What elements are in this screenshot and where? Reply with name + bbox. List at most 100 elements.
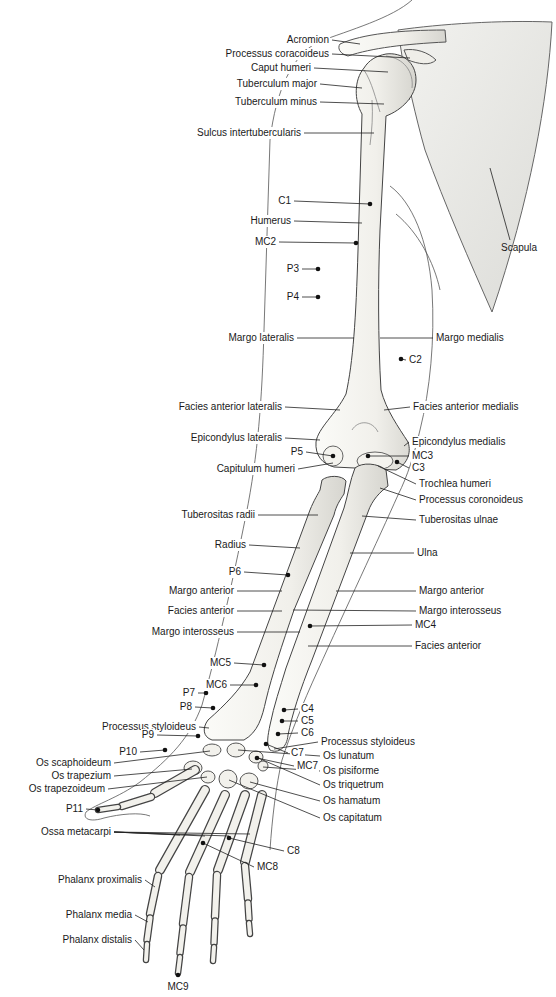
- part-label: Tuberositas radii: [180, 509, 256, 521]
- leader-line: [278, 733, 298, 734]
- callout-dot: [286, 573, 291, 578]
- part-label: Margo interosseus: [418, 605, 502, 617]
- callout-dot: [399, 357, 404, 362]
- callout-dot: [316, 295, 321, 300]
- leader-line: [368, 456, 409, 457]
- leader-line: [380, 488, 416, 500]
- callout-number: C2: [408, 354, 423, 366]
- leader-line: [314, 68, 388, 72]
- leader-line: [114, 832, 250, 834]
- callout-number: C7: [290, 747, 305, 759]
- coronoid-fossa: [352, 423, 378, 432]
- callout-number: MC2: [254, 236, 277, 248]
- callout-number: C6: [300, 727, 315, 739]
- callout-number: C8: [286, 845, 301, 857]
- leader-line: [237, 591, 282, 592]
- leader-line: [306, 452, 333, 456]
- part-label: Processus coracoideus: [225, 48, 330, 60]
- callout-number: P11: [65, 803, 84, 815]
- callout-dot: [316, 267, 321, 272]
- leader-line: [332, 54, 410, 58]
- callout-dot: [254, 683, 259, 688]
- part-label: Os scaphoideum: [35, 757, 112, 769]
- callout-dot: [163, 748, 168, 753]
- part-label: Radius: [214, 539, 247, 551]
- leader-line: [258, 515, 318, 516]
- leader-line: [282, 721, 298, 722]
- part-label: Margo anterior: [168, 585, 235, 597]
- humerus-bone: [316, 54, 416, 470]
- callout-dot: [96, 808, 101, 813]
- part-label: Sulcus intertubercularis: [196, 127, 302, 139]
- leader-line: [293, 610, 416, 611]
- callout-number: P10: [118, 746, 138, 758]
- metacarpal-outline: [155, 770, 262, 872]
- leader-line: [199, 727, 209, 728]
- part-label: Os pisiforme: [322, 765, 380, 777]
- part-label: Os hamatum: [322, 795, 381, 807]
- distal-phalanx-fill: [98, 807, 250, 973]
- part-label: Os trapezoideum: [28, 783, 106, 795]
- chest-contour: [396, 214, 440, 290]
- part-label: Os triquetrum: [322, 779, 385, 791]
- metacarpal-fill: [155, 770, 262, 872]
- leader-line: [257, 758, 294, 766]
- part-label: Humerus: [249, 215, 292, 227]
- callout-dot: [255, 756, 260, 761]
- callout-number: C1: [277, 195, 292, 207]
- carpal-bone: [258, 761, 268, 771]
- middle-phalanx-fill: [147, 903, 249, 953]
- leader-line: [279, 242, 356, 243]
- body-contour: [85, 0, 440, 850]
- part-label: Facies anterior: [414, 640, 482, 652]
- leader-line: [308, 646, 412, 647]
- callout-number: MC5: [209, 657, 232, 669]
- callout-number: P8: [179, 701, 193, 713]
- leader-line: [157, 735, 198, 736]
- callout-number: MC3: [411, 450, 434, 462]
- part-label: Epicondylus lateralis: [190, 432, 283, 444]
- callout-dot: [176, 973, 181, 978]
- callout-number: MC6: [205, 679, 228, 691]
- leader-line: [145, 880, 155, 887]
- leader-line: [237, 632, 300, 633]
- callout-number: P3: [286, 263, 300, 275]
- carpal-bone: [219, 770, 237, 788]
- part-label: Caput humeri: [250, 62, 312, 74]
- callout-dot: [227, 836, 232, 841]
- leader-line: [304, 133, 374, 134]
- leader-line: [234, 663, 264, 665]
- callout-number: MC8: [256, 861, 279, 873]
- callout-dot: [196, 734, 201, 739]
- callout-number: P5: [290, 446, 304, 458]
- part-label: Capitulum humeri: [216, 463, 296, 475]
- middle-phalanx-outline: [147, 903, 249, 953]
- leader-line: [238, 750, 320, 756]
- part-label: Margo medialis: [435, 332, 505, 344]
- leader-line: [404, 442, 409, 446]
- callout-dot: [280, 719, 285, 724]
- part-label: Ossa metacarpi: [40, 826, 112, 838]
- part-label: Margo interosseus: [151, 626, 235, 638]
- leader-line: [294, 201, 370, 204]
- leader-line: [114, 769, 192, 776]
- callout-number: C3: [411, 462, 426, 474]
- part-label: Os lunatum: [322, 750, 375, 762]
- humerus-detail: [352, 56, 412, 432]
- part-label: Phalanx media: [65, 909, 133, 921]
- leader-line: [302, 269, 318, 270]
- part-label: Os trapezium: [51, 770, 112, 782]
- leader-line: [266, 744, 288, 753]
- callout-number: MC9: [166, 981, 189, 993]
- part-label: Os capitatum: [322, 812, 383, 824]
- callout-number: P4: [286, 291, 300, 303]
- callout-number: MC4: [414, 619, 437, 631]
- leader-line: [350, 553, 414, 554]
- leader-line: [230, 685, 256, 686]
- proximal-phalanx-outline: [122, 797, 248, 924]
- callout-dot: [366, 454, 371, 459]
- leader-line: [203, 843, 254, 867]
- leader-line: [249, 545, 300, 548]
- leader-line: [297, 338, 354, 339]
- callout-dot: [264, 742, 269, 747]
